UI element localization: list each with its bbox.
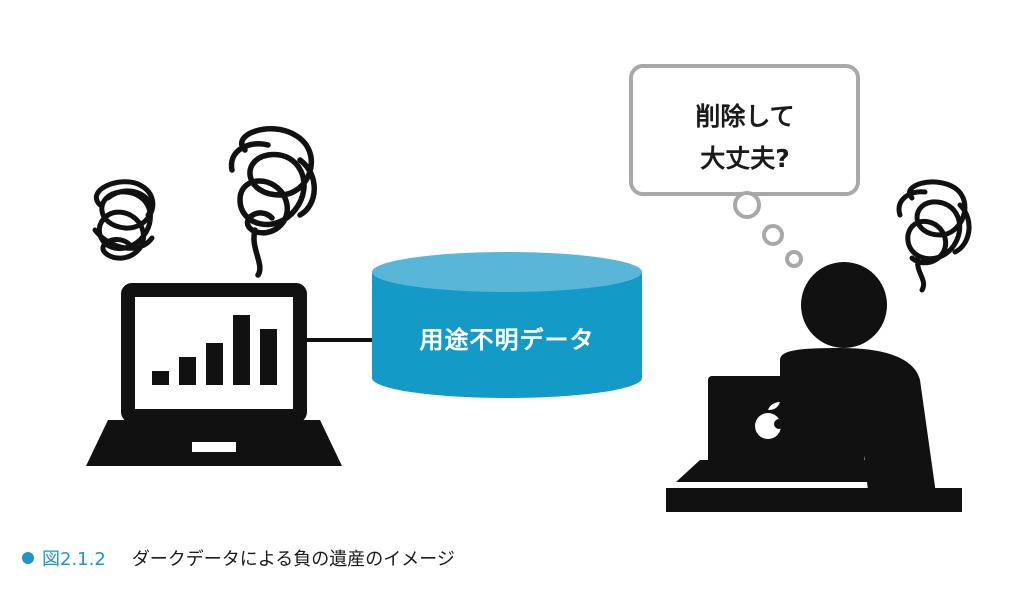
- thought-bubble-text: 削除して 大丈夫?: [632, 84, 858, 192]
- thought-line-1: 削除して: [695, 102, 795, 131]
- thought-bubble: [629, 64, 860, 268]
- screen-bar: [233, 315, 250, 385]
- screen-bar-chart: [152, 315, 277, 385]
- worry-scribble-icon: [228, 126, 317, 278]
- screen-bar: [152, 371, 169, 385]
- thought-line-2: 大丈夫?: [700, 144, 790, 173]
- screen-bar: [179, 357, 196, 385]
- screen-bar: [260, 329, 277, 385]
- caption-text: ダークデータによる負の遺産のイメージ: [131, 549, 455, 570]
- bullet-dot-icon: [22, 552, 34, 564]
- laptop-icon: [86, 283, 342, 466]
- figure-number: 図2.1.2: [42, 549, 106, 570]
- person-laptop-icon: [666, 376, 962, 512]
- screen-bar: [206, 343, 223, 385]
- figure-caption: 図2.1.2 ダークデータによる負の遺産のイメージ: [22, 546, 455, 570]
- database-label: 用途不明データ: [419, 325, 595, 354]
- apple-logo-icon: [755, 402, 784, 439]
- worry-scribble-icon: [92, 179, 156, 261]
- database-icon: [372, 252, 642, 398]
- worry-scribble-icon: [896, 179, 972, 293]
